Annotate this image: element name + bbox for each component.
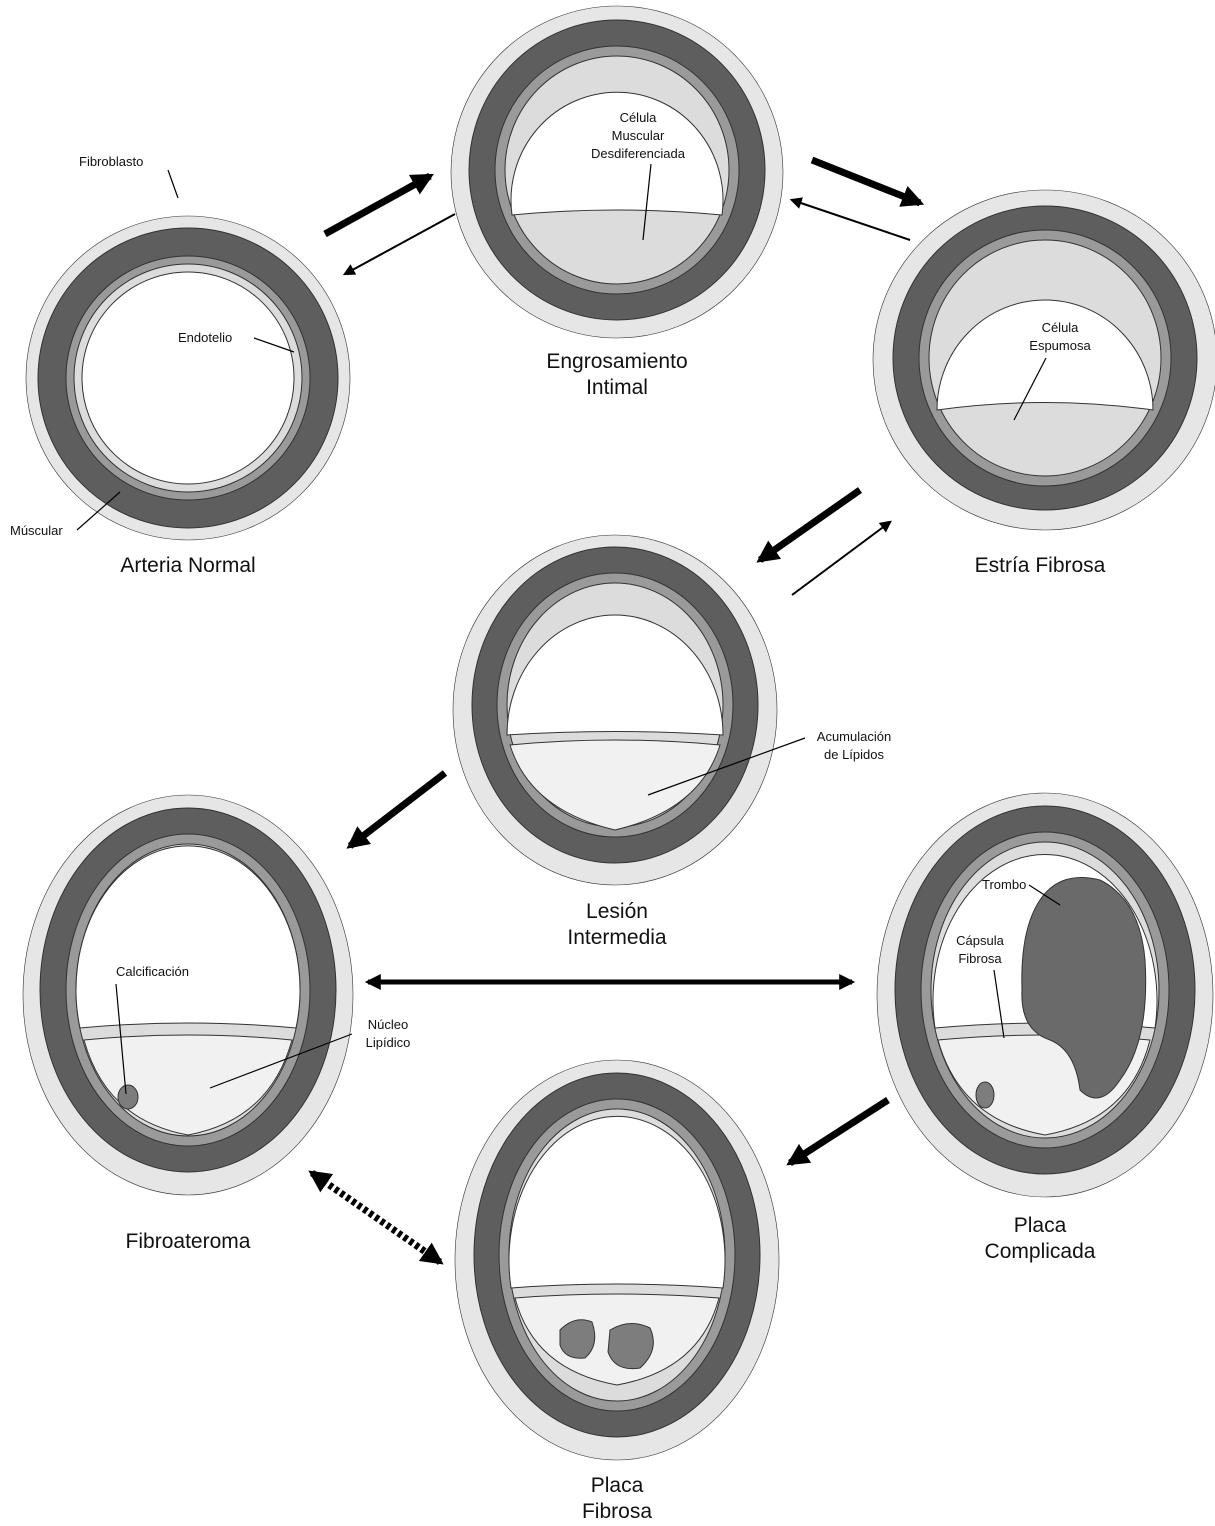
arrow-fibroatheroma-fibrous-dashed [312,1173,440,1262]
title-fibroatheroma: Fibroateroma [126,1230,251,1253]
arrow-fatty-to-intimal [792,200,910,240]
artery-intimal-thickening [451,6,783,338]
title-normal: Arteria Normal [120,554,255,577]
arrow-intimal-to-fatty [812,160,920,203]
arrow-intermediate-to-fibroatheroma [350,773,445,846]
label-trombo: Trombo [982,877,1026,892]
artery-intermediate-lesion [453,535,777,885]
arrow-intermediate-to-fatty [792,522,890,595]
arrow-fatty-to-intermediate [760,490,860,560]
artery-fibroatheroma [23,795,353,1195]
label-muscular: Múscular [10,523,63,538]
artery-normal [26,216,350,540]
artery-complicated-plaque [877,793,1213,1197]
title-fatty: Estría Fibrosa [975,554,1106,577]
arrow-intimal-to-normal [345,214,455,274]
arrow-complicated-to-fibrous [790,1100,888,1163]
artery-fibrous-plaque [455,1060,779,1460]
artery-fatty-streak [873,190,1215,530]
label-endotelio: Endotelio [178,330,232,345]
arrow-normal-to-intimal [325,176,430,234]
label-fibroblasto: Fibroblasto [79,154,143,169]
label-calcificacion: Calcificación [116,964,189,979]
